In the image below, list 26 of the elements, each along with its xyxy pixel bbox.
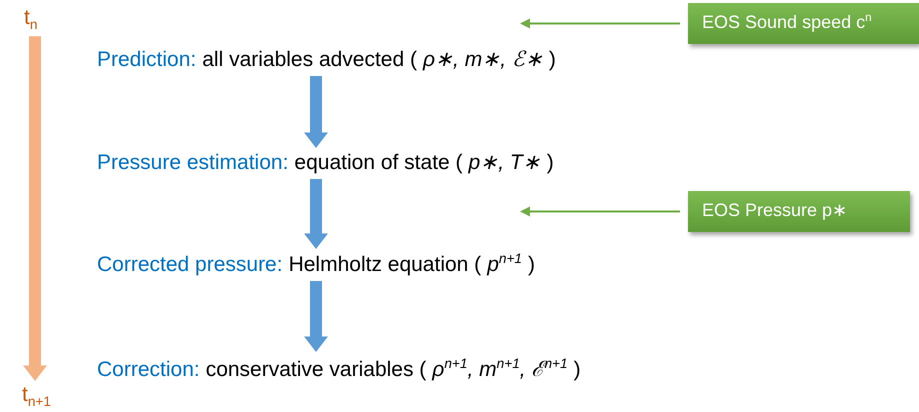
block-arrow xyxy=(304,281,328,352)
arrow xyxy=(520,206,680,216)
eos-callout-box: EOS Pressure p∗ xyxy=(688,191,910,232)
step-description: ) xyxy=(574,358,581,381)
step-variables: ρ∗, m∗, ℰ∗ xyxy=(423,48,543,71)
block-arrow xyxy=(304,179,328,249)
step-description: all variables advected ( xyxy=(202,48,417,71)
step-heading: Correction: xyxy=(97,358,200,381)
step-description: ) xyxy=(528,253,536,276)
eos-callout-box: EOS Sound speed c$^{n}$ xyxy=(688,3,919,44)
step-description: ) xyxy=(546,151,554,174)
time-label: t$_{n}$ xyxy=(24,6,38,32)
step-variables: p∗, T∗ xyxy=(468,151,541,174)
time-label: t$_{n+1}$ xyxy=(22,383,51,410)
block-arrow xyxy=(304,76,328,148)
step-heading: Pressure estimation: xyxy=(97,151,288,174)
step-heading: Corrected pressure: xyxy=(97,253,283,276)
arrow xyxy=(520,18,680,28)
step-description: ) xyxy=(548,48,556,71)
step-description: Helmholtz equation ( xyxy=(288,253,482,276)
step-variables: p$^{n+1}$ xyxy=(487,253,522,276)
step-description: equation of state ( xyxy=(294,151,463,174)
step-description: conservative variables ( xyxy=(206,358,426,381)
step-heading: Prediction: xyxy=(97,48,196,71)
block-arrow xyxy=(23,36,47,381)
step-variables: ρ$^{n+1}$, m$^{n+1}$, ℰ$^{n+1}$ xyxy=(432,358,568,381)
